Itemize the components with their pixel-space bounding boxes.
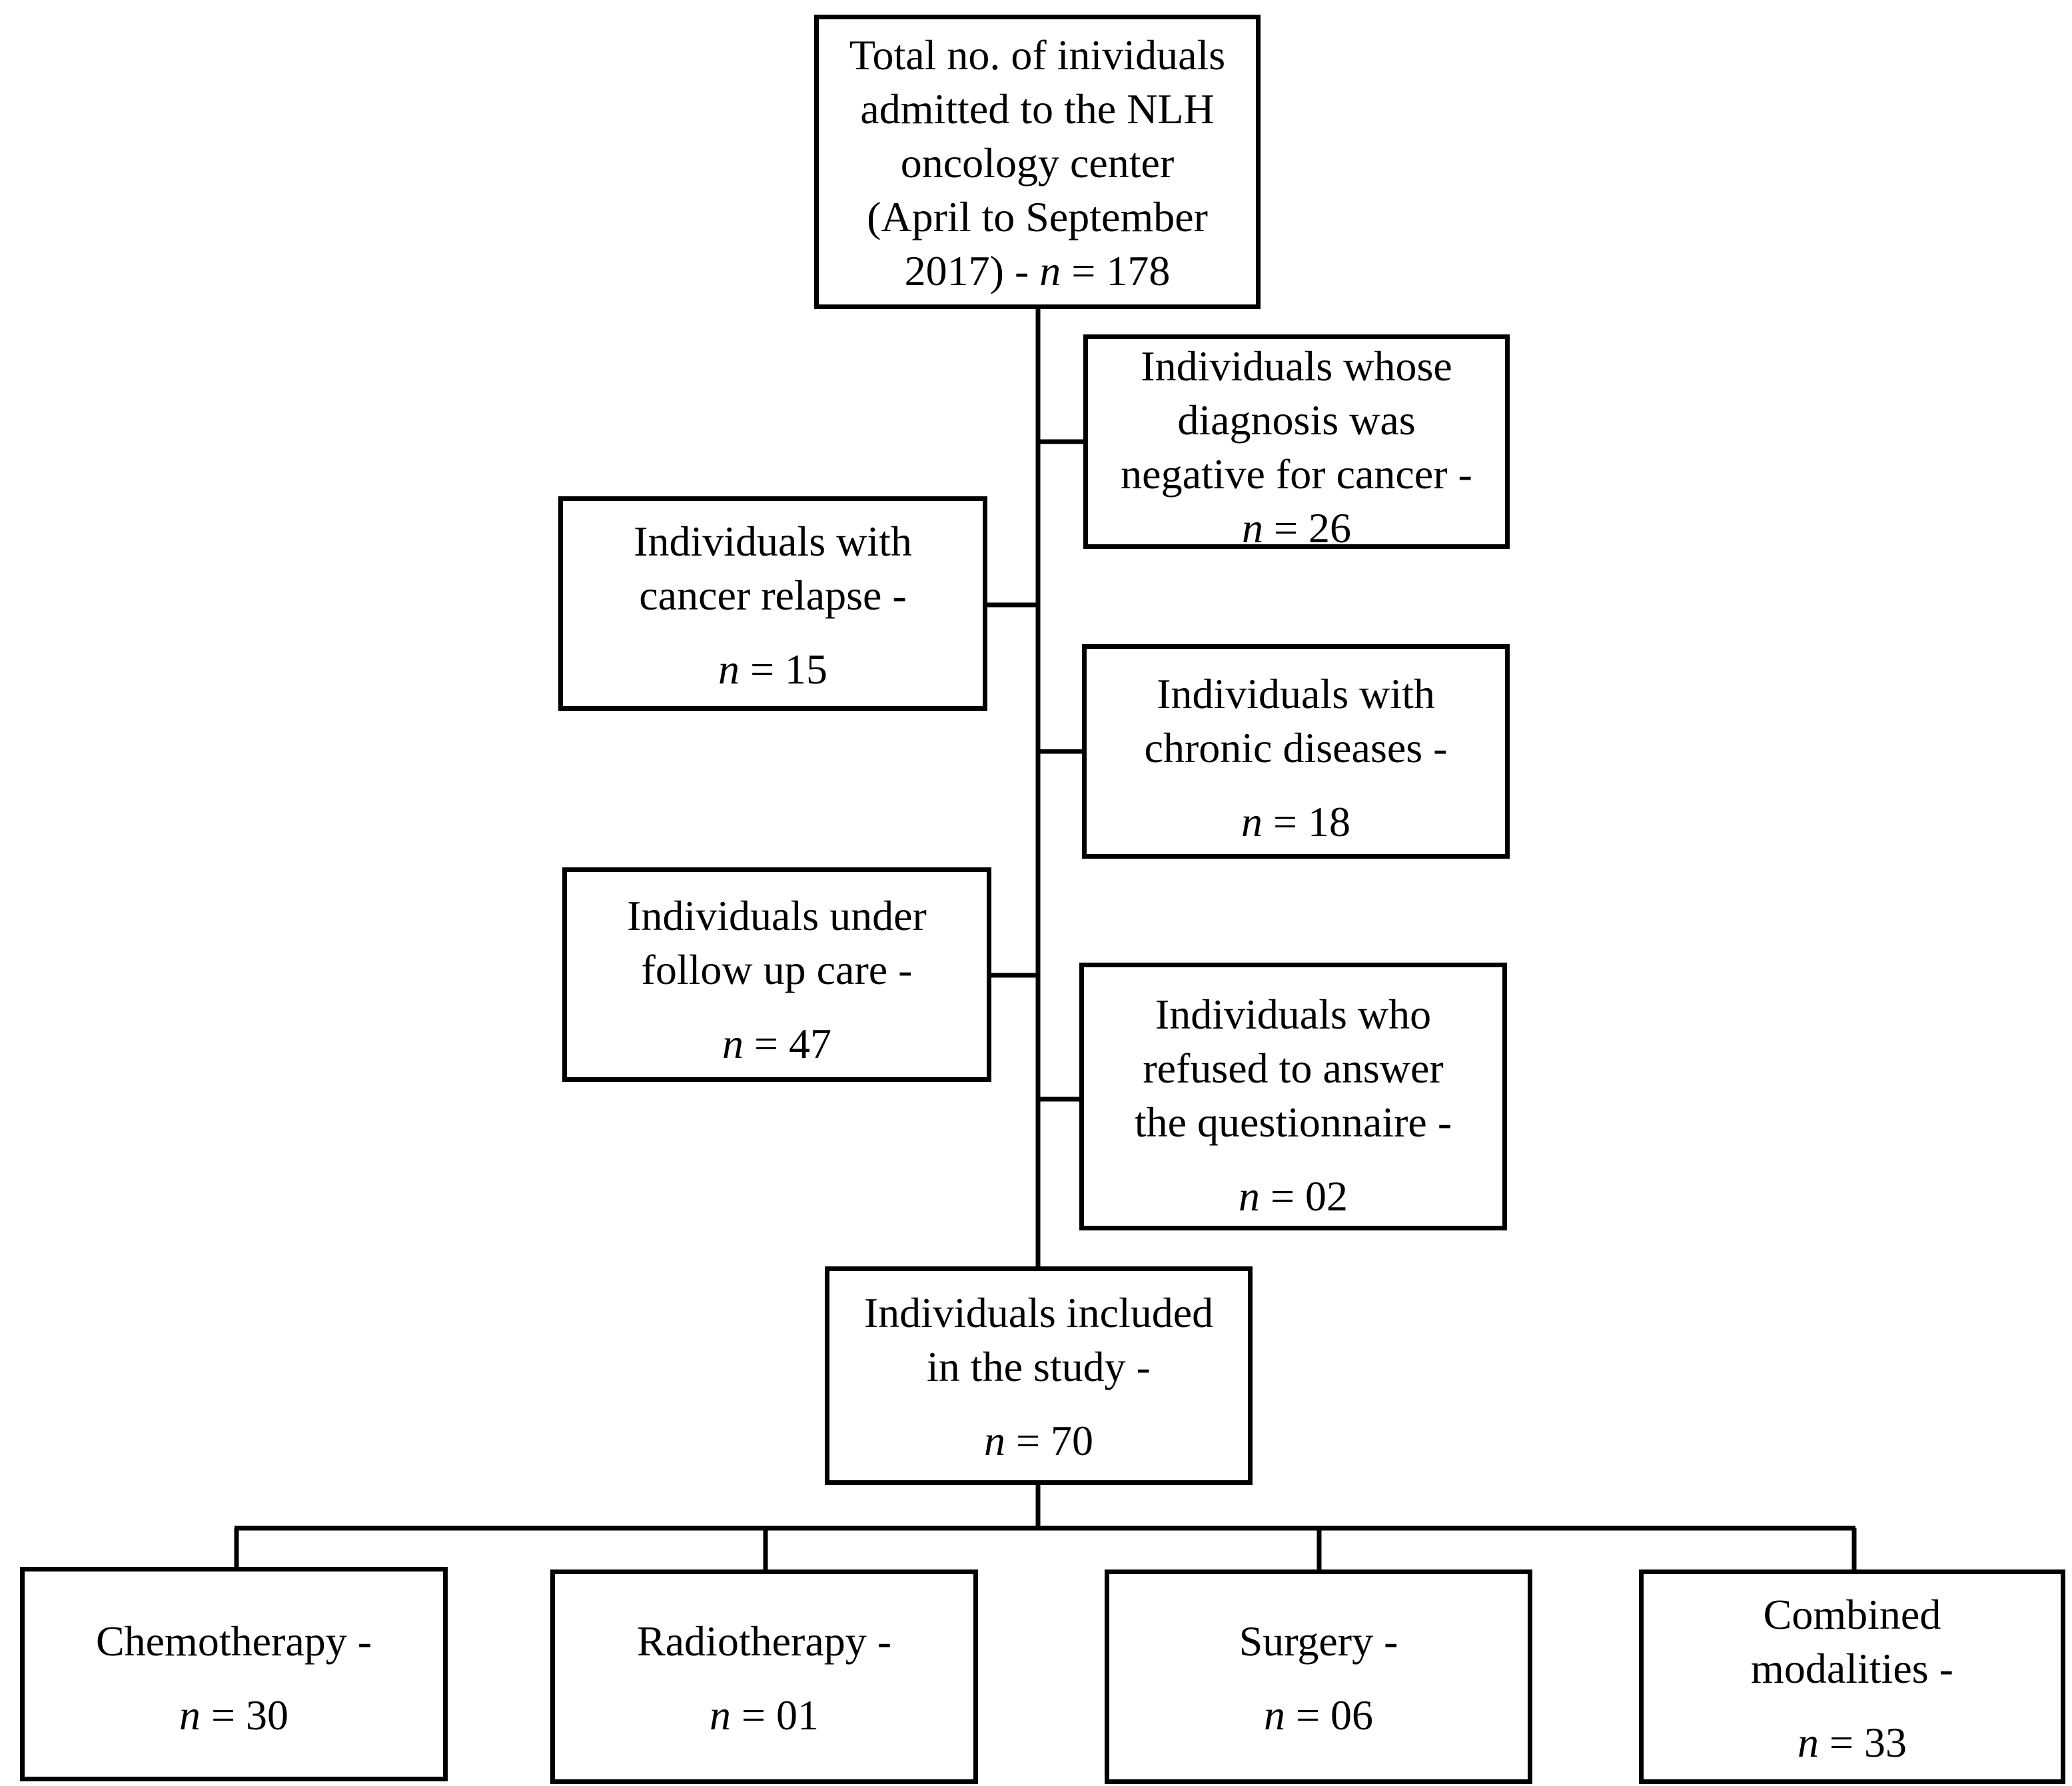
combined-line-1: Combined xyxy=(1763,1591,1941,1638)
total-count-value: = 178 xyxy=(1061,247,1171,294)
chemo-count-var: n xyxy=(179,1691,201,1739)
chronic-count-value: = 18 xyxy=(1262,798,1351,845)
combined-modalities-box: Combined modalities - n = 33 xyxy=(1639,1569,2065,1784)
relapse-count-value: = 15 xyxy=(739,646,828,693)
included-count-var: n xyxy=(983,1417,1005,1464)
negative-line-1: Individuals whose xyxy=(1141,342,1452,390)
refused-line-2: refused to answer xyxy=(1143,1045,1444,1092)
included-count: n = 70 xyxy=(984,1414,1093,1468)
radio-count: n = 01 xyxy=(710,1688,819,1742)
total-count: 2017) - n = 178 xyxy=(905,244,1171,298)
followup-count-var: n xyxy=(722,1020,744,1067)
chemotherapy-box: Chemotherapy - n = 30 xyxy=(20,1567,448,1781)
radio-count-var: n xyxy=(709,1691,731,1739)
radio-line-1: Radiotherapy - xyxy=(636,1617,892,1665)
included-line-2: in the study - xyxy=(927,1343,1151,1390)
combined-line-2: modalities - xyxy=(1751,1645,1953,1692)
surgery-line-1: Surgery - xyxy=(1239,1617,1398,1665)
refused-line-3: the questionnaire - xyxy=(1134,1099,1452,1146)
surgery-count-var: n xyxy=(1263,1691,1285,1739)
relapse-line-2: cancer relapse - xyxy=(639,572,907,619)
refused-count-value: = 02 xyxy=(1259,1172,1348,1220)
total-line-3: oncology center xyxy=(900,139,1175,187)
included-line-1: Individuals included xyxy=(863,1289,1214,1336)
followup-line-2: follow up care - xyxy=(641,946,913,993)
radio-count-value: = 01 xyxy=(730,1691,819,1739)
negative-line-3: negative for cancer - xyxy=(1121,450,1472,498)
chronic-line-1: Individuals with xyxy=(1157,670,1435,717)
chronic-line-2: chronic diseases - xyxy=(1144,724,1448,771)
refused-count: n = 02 xyxy=(1239,1169,1348,1223)
chemo-count-value: = 30 xyxy=(200,1691,289,1739)
surgery-box: Surgery - n = 06 xyxy=(1105,1569,1532,1784)
followup-count-value: = 47 xyxy=(743,1020,832,1067)
total-line-1: Total no. of inividuals xyxy=(849,31,1226,79)
total-line-2: admitted to the NLH xyxy=(860,85,1215,133)
radiotherapy-box: Radiotherapy - n = 01 xyxy=(550,1569,978,1784)
negative-diagnosis-box: Individuals whose diagnosis was negative… xyxy=(1083,334,1510,552)
refused-count-var: n xyxy=(1238,1172,1260,1220)
negative-count-var: n xyxy=(1241,504,1263,552)
surgery-count: n = 06 xyxy=(1264,1688,1373,1742)
followup-count: n = 47 xyxy=(722,1017,831,1071)
negative-count: n = 26 xyxy=(1242,501,1351,555)
total-admitted-box: Total no. of inividuals admitted to the … xyxy=(814,15,1261,309)
refused-questionnaire-box: Individuals who refused to answer the qu… xyxy=(1079,963,1507,1230)
followup-line-1: Individuals under xyxy=(627,892,927,939)
included-count-value: = 70 xyxy=(1005,1417,1094,1464)
chronic-count-var: n xyxy=(1241,798,1263,845)
relapse-count: n = 15 xyxy=(718,642,827,696)
negative-line-2: diagnosis was xyxy=(1177,396,1416,444)
included-study-box: Individuals included in the study - n = … xyxy=(825,1266,1253,1485)
relapse-line-1: Individuals with xyxy=(634,518,912,565)
negative-count-value: = 26 xyxy=(1263,504,1352,552)
combined-count: n = 33 xyxy=(1798,1715,1907,1769)
chronic-diseases-box: Individuals with chronic diseases - n = … xyxy=(1082,644,1510,859)
chemo-count: n = 30 xyxy=(179,1688,288,1742)
total-count-var: n xyxy=(1039,247,1061,294)
chronic-count: n = 18 xyxy=(1241,795,1350,849)
cancer-relapse-box: Individuals with cancer relapse - n = 15 xyxy=(558,496,987,711)
surgery-count-value: = 06 xyxy=(1285,1691,1374,1739)
total-count-prefix: 2017) - xyxy=(904,247,1040,294)
refused-line-1: Individuals who xyxy=(1155,991,1432,1038)
total-line-4: (April to September xyxy=(867,193,1208,240)
combined-count-value: = 33 xyxy=(1818,1719,1907,1766)
combined-count-var: n xyxy=(1797,1719,1819,1766)
follow-up-care-box: Individuals under follow up care - n = 4… xyxy=(562,867,991,1082)
relapse-count-var: n xyxy=(718,646,740,693)
chemo-line-1: Chemotherapy - xyxy=(95,1617,372,1665)
